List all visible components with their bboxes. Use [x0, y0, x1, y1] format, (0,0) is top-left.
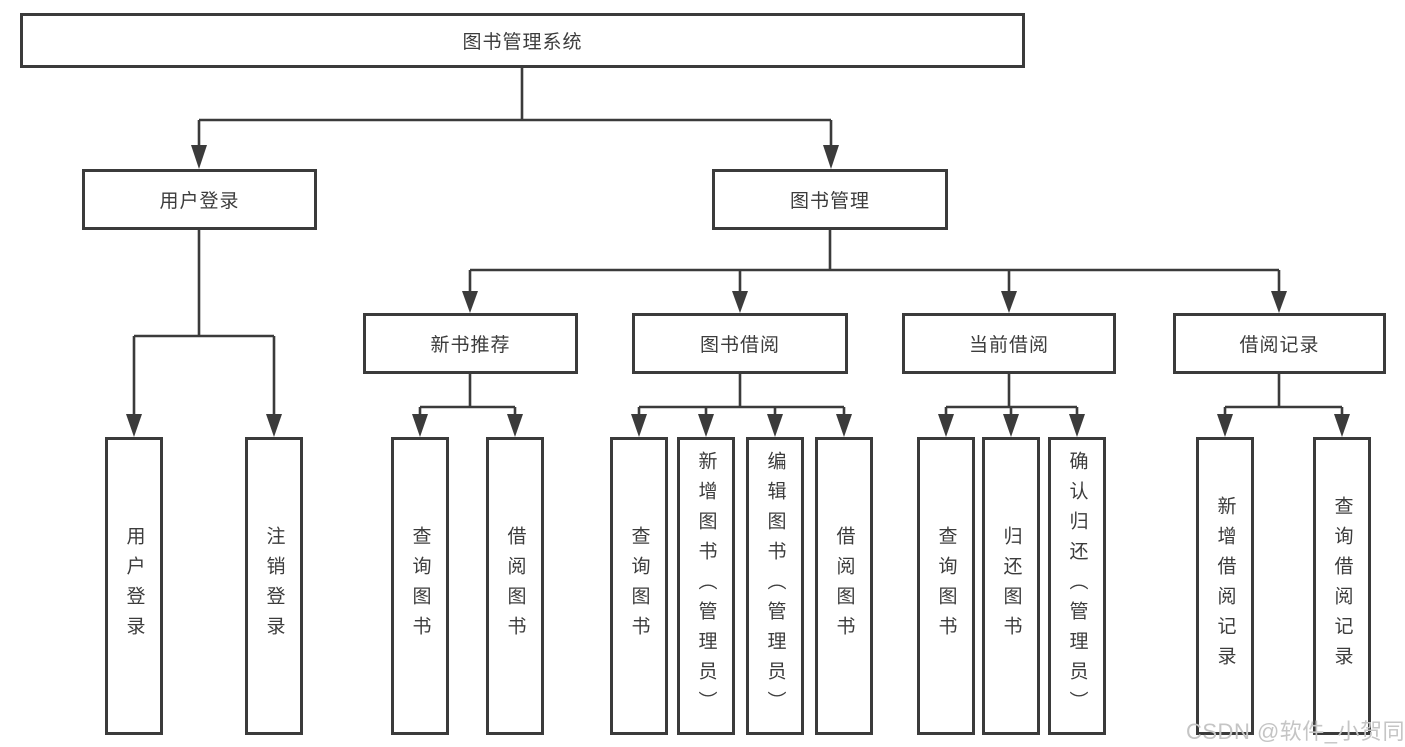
node-user-login: 用户登录 [82, 169, 317, 230]
csdn-watermark: CSDN @软件_小贺同学 [1186, 719, 1405, 744]
leaf-current-query-books: 查询图书 [917, 437, 975, 735]
node-label: 用户登录 [123, 526, 145, 646]
leaf-confirm-return-admin: 确认归还（管理员） [1048, 437, 1106, 735]
node-label: 借阅图书 [833, 526, 855, 646]
node-book-borrow: 图书借阅 [632, 313, 848, 374]
leaf-recommend-borrow-books: 借阅图书 [486, 437, 544, 735]
leaf-edit-books-admin: 编辑图书（管理员） [746, 437, 804, 735]
node-label: 用户登录 [159, 191, 240, 212]
leaf-query-borrow-record: 查询借阅记录 [1313, 437, 1371, 735]
leaf-user-login: 用户登录 [105, 437, 163, 735]
node-label: 查询图书 [409, 526, 431, 646]
leaf-borrow-books: 借阅图书 [815, 437, 873, 735]
leaf-add-borrow-record: 新增借阅记录 [1196, 437, 1254, 735]
node-label: 新增借阅记录 [1214, 496, 1236, 676]
node-current-borrow: 当前借阅 [902, 313, 1116, 374]
node-label: 注销登录 [263, 526, 285, 646]
node-label: 新书推荐 [430, 335, 511, 356]
node-label: 归还图书 [1000, 526, 1022, 646]
node-book-management: 图书管理 [712, 169, 948, 230]
node-label: 借阅图书 [504, 526, 526, 646]
node-label: 当前借阅 [968, 335, 1049, 356]
node-label: 查询借阅记录 [1331, 496, 1353, 676]
node-label: 确认归还（管理员） [1066, 451, 1088, 721]
node-book-management-system: 图书管理系统 [20, 13, 1025, 68]
node-label: 编辑图书（管理员） [764, 451, 786, 721]
leaf-return-books: 归还图书 [982, 437, 1040, 735]
node-label: 图书管理系统 [462, 32, 583, 53]
node-label: 新增图书（管理员） [695, 451, 717, 721]
leaf-add-books-admin: 新增图书（管理员） [677, 437, 735, 735]
node-label: 查询图书 [935, 526, 957, 646]
leaf-logout-login: 注销登录 [245, 437, 303, 735]
node-new-book-recommend: 新书推荐 [363, 313, 578, 374]
node-label: 查询图书 [628, 526, 650, 646]
node-borrow-records: 借阅记录 [1173, 313, 1386, 374]
node-label: 借阅记录 [1239, 335, 1320, 356]
leaf-recommend-query-books: 查询图书 [391, 437, 449, 735]
node-label: 图书管理 [789, 191, 870, 212]
node-label: 图书借阅 [699, 335, 780, 356]
leaf-borrow-query-books: 查询图书 [610, 437, 668, 735]
